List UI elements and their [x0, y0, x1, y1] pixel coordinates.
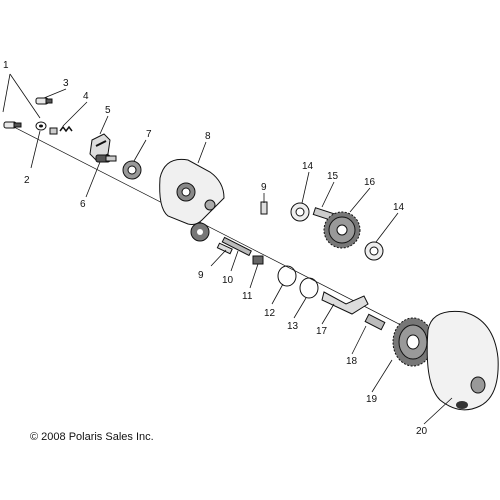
- part-spring-4: [49, 125, 73, 135]
- callout-19: 19: [366, 394, 378, 405]
- part-dowel-9-lower: [216, 242, 233, 255]
- callout-11: 11: [242, 291, 253, 302]
- callout-14-bottom: 14: [393, 202, 405, 213]
- callout-10: 10: [222, 275, 234, 286]
- part-bolt-3: [35, 97, 53, 105]
- part-cover-20: [426, 310, 499, 411]
- part-washer-2: [35, 121, 47, 131]
- callout-13: 13: [287, 321, 299, 332]
- callout-4: 4: [83, 91, 89, 102]
- callout-9-lower: 9: [198, 270, 204, 281]
- axis-line: [9, 124, 441, 346]
- callout-6: 6: [80, 199, 86, 210]
- callout-1: 1: [3, 60, 9, 71]
- callout-5: 5: [105, 105, 111, 116]
- part-shaft-10: [221, 236, 252, 257]
- part-pin-6: [95, 154, 117, 163]
- part-housing-8: [159, 158, 225, 242]
- part-shaft-18: [364, 313, 386, 331]
- copyright-text: © 2008 Polaris Sales Inc.: [30, 431, 154, 443]
- callout-2: 2: [24, 175, 30, 186]
- callout-9-upper: 9: [261, 182, 267, 193]
- part-gear-16: [323, 211, 361, 249]
- callout-16: 16: [364, 177, 376, 188]
- callout-14-top: 14: [302, 161, 314, 172]
- part-dowel-9-upper: [260, 201, 268, 215]
- leader-lines: [2, 73, 453, 425]
- callout-17: 17: [316, 326, 328, 337]
- part-shift-fork-17: [321, 291, 369, 315]
- part-washer-14-bottom: [364, 241, 384, 261]
- callout-20: 20: [416, 426, 428, 437]
- part-bearing-11: [252, 255, 264, 265]
- part-gear-19: [392, 317, 434, 367]
- callout-3: 3: [63, 78, 69, 89]
- part-detent-5: [89, 133, 111, 161]
- callout-15: 15: [327, 171, 339, 182]
- part-oring-13: [299, 277, 319, 299]
- part-washer-14-top: [290, 202, 310, 222]
- part-oring-12: [277, 265, 297, 287]
- callout-7: 7: [146, 129, 152, 140]
- callout-8: 8: [205, 131, 211, 142]
- part-bolt-1: [3, 121, 22, 129]
- part-gear-7: [122, 160, 142, 180]
- callout-12: 12: [264, 308, 276, 319]
- callout-18: 18: [346, 356, 358, 367]
